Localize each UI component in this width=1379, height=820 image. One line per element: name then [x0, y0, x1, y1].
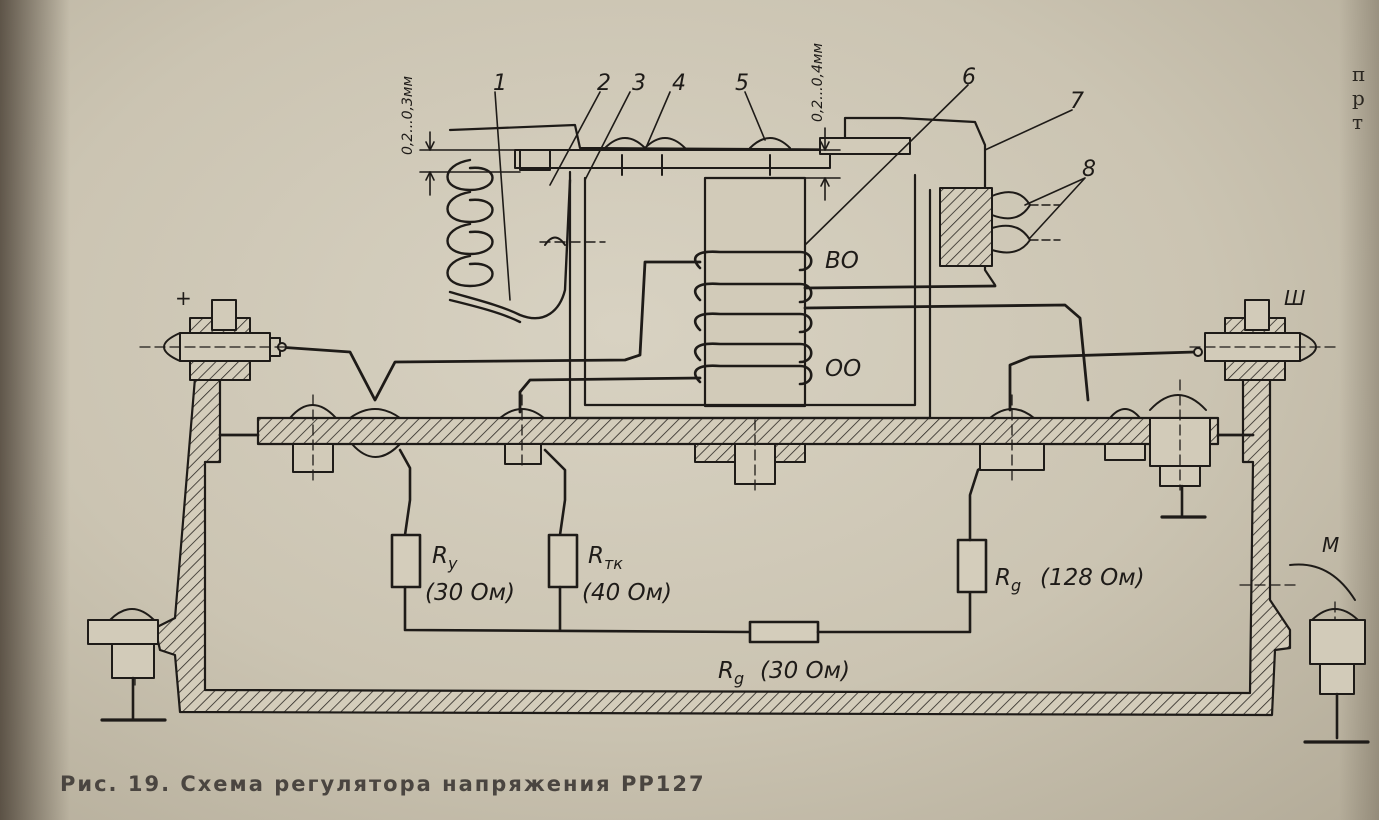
callout-numbers: 1 2 3 4 5 6 7 8 — [493, 65, 1096, 182]
ry-label: Ry — [432, 543, 458, 573]
label-5: 5 — [735, 71, 749, 96]
gap-left-label: 0,2...0,3мм — [400, 76, 416, 155]
label-3: 3 — [632, 71, 646, 96]
rg1-label: Rg — [995, 565, 1021, 595]
page-shadow-left — [0, 0, 70, 820]
rg1-value: (128 Ом) — [1040, 565, 1145, 591]
gap-right-label: 0,2...0,4мм — [810, 43, 826, 122]
label-1: 1 — [493, 71, 507, 96]
winding-oo-label: ОО — [825, 356, 861, 382]
resistor-rg1 — [956, 538, 988, 594]
spring — [446, 158, 572, 324]
label-4: 4 — [672, 71, 686, 96]
rg2-value: (30 Ом) — [760, 658, 850, 684]
figure-caption: Рис. 19. Схема регулятора напряжения РР1… — [60, 772, 706, 796]
armature-screws — [519, 137, 791, 176]
windings — [694, 250, 813, 386]
core — [703, 176, 807, 408]
resistor-network — [390, 448, 1000, 644]
resistor-ry — [390, 533, 422, 589]
wiring — [218, 260, 1255, 437]
contact-block — [939, 187, 1061, 267]
rtk-label: Rтк — [588, 543, 623, 573]
terminal-m-label: М — [1322, 533, 1339, 557]
armature — [448, 116, 997, 287]
winding-vo-label: ВО — [825, 248, 859, 274]
housing-frame — [153, 373, 1292, 717]
ground-middle — [1160, 484, 1207, 519]
terminal-sh-label: Ш — [1284, 286, 1305, 310]
ground-left — [87, 608, 167, 722]
label-2: 2 — [597, 71, 611, 96]
terminal-plus-label: + — [175, 286, 192, 310]
base-plate — [256, 416, 1220, 446]
margin-letter: п — [1352, 62, 1366, 86]
ground-right — [1289, 563, 1370, 744]
rtk-value: (40 Ом) — [582, 580, 672, 606]
label-7: 7 — [1070, 89, 1084, 114]
label-6: 6 — [962, 65, 976, 90]
margin-text: п р т — [1352, 62, 1379, 134]
yoke — [568, 170, 932, 420]
dimension-lines — [419, 127, 841, 201]
ry-value: (30 Ом) — [425, 580, 515, 606]
terminal-plus — [139, 299, 291, 381]
resistor-rtk — [547, 533, 579, 589]
margin-letter: т — [1352, 110, 1364, 134]
margin-letter: р — [1352, 86, 1365, 110]
callout-leaders — [494, 84, 1086, 301]
label-8: 8 — [1082, 157, 1096, 182]
resistor-rg2 — [748, 620, 820, 644]
terminal-sh — [1189, 299, 1341, 381]
resistor-labels: Ry (30 Ом) Rтк (40 Ом) Rg (128 Ом) Rg (3… — [425, 543, 1145, 688]
rg2-label: Rg — [718, 658, 744, 688]
